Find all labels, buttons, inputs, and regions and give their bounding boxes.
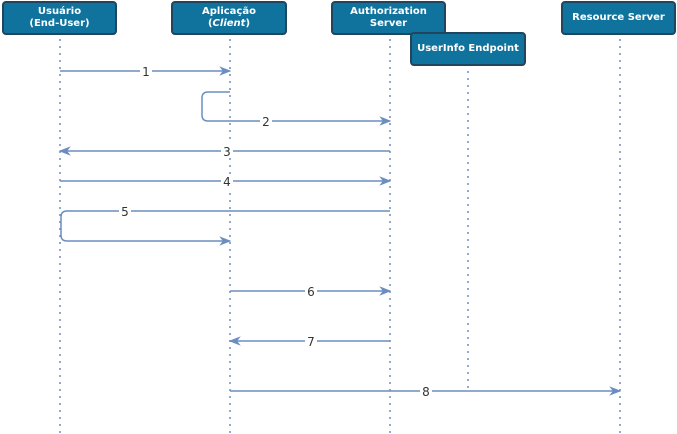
- actor-resource-line1: Resource Server: [572, 12, 665, 23]
- actor-userinfo-line1: UserInfo Endpoint: [417, 43, 519, 54]
- actor-authorization-server: Authorization Server: [331, 1, 446, 35]
- message-1-label: 1: [142, 65, 150, 79]
- message-2-label: 2: [262, 115, 270, 129]
- actor-client-line2: (Client): [207, 18, 251, 29]
- actor-user-line2: (End-User): [29, 18, 90, 29]
- actor-client: Aplicação (Client): [171, 1, 287, 35]
- actor-resource-server: Resource Server: [561, 1, 676, 35]
- actor-authz-line2: Server: [369, 18, 408, 29]
- message-8-label: 8: [422, 385, 430, 399]
- message-2-arrow: [201, 91, 392, 126]
- actor-client-line1: Aplicação: [202, 6, 256, 17]
- actor-authz-line1: Authorization: [350, 6, 427, 17]
- message-5-label: 5: [121, 205, 129, 219]
- actor-user-line1: Usuário: [37, 6, 82, 17]
- actor-userinfo-endpoint: UserInfo Endpoint: [410, 32, 526, 66]
- message-4-label: 4: [223, 175, 231, 189]
- message-6-label: 6: [307, 285, 315, 299]
- message-5-arrow: [60, 210, 390, 246]
- message-3-label: 3: [223, 145, 231, 159]
- message-7-label: 7: [307, 335, 315, 349]
- actor-user: Usuário (End-User): [2, 1, 117, 35]
